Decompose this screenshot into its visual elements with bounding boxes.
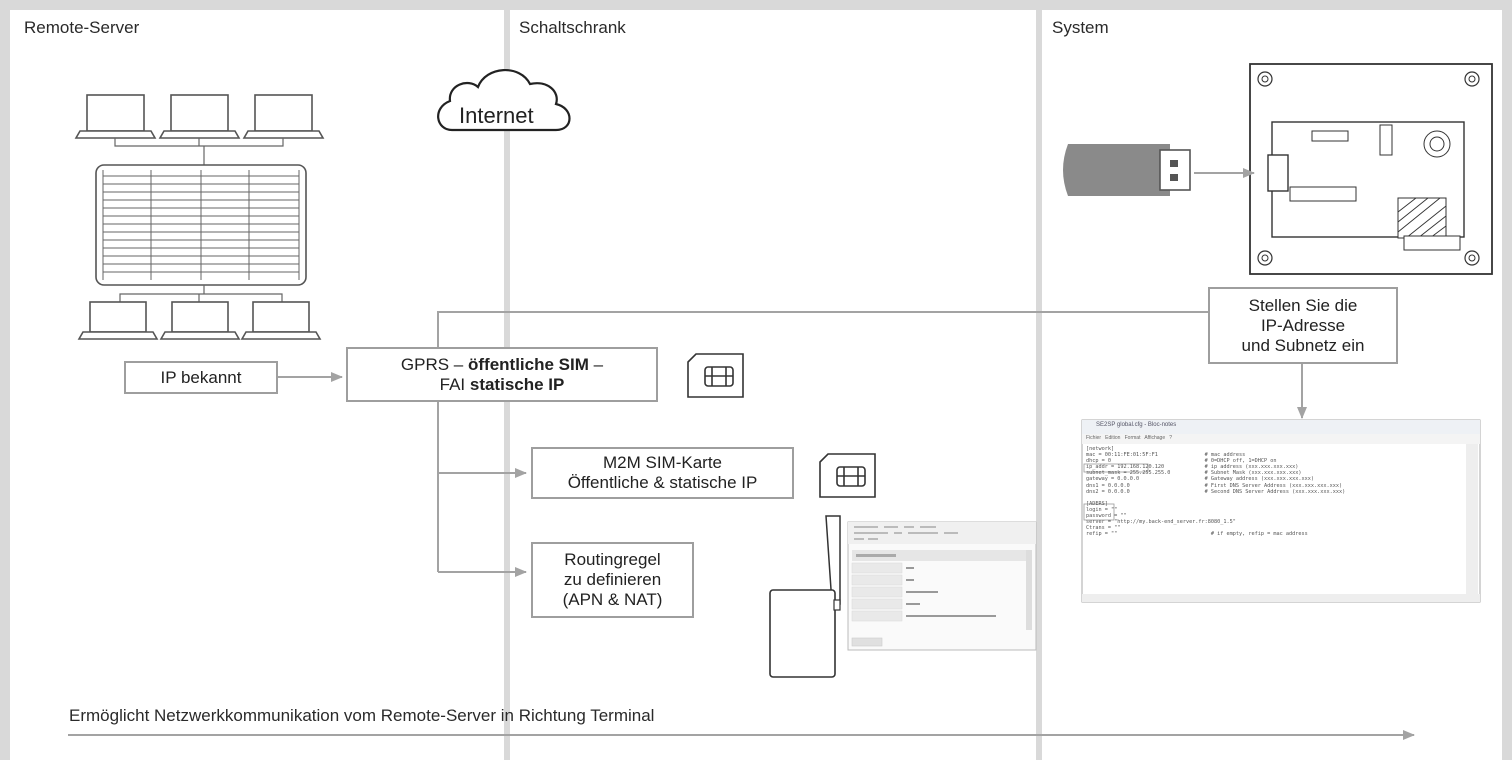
routing-line-1: Routingregel [564, 550, 661, 569]
sim-card-icon [819, 453, 876, 498]
notepad-line: password = "" [1086, 513, 1127, 520]
notepad-line: dns2 = 0.0.0.0 # Second DNS Server Addre… [1086, 488, 1346, 495]
gprs-line1-prefix: GPRS – [400, 354, 468, 374]
notepad-line: server = "http://my.back-end_server.fr:8… [1086, 519, 1236, 526]
routing-line-3: (APN & NAT) [562, 590, 663, 609]
notepad-line: login = "" [1086, 506, 1118, 513]
m2m-sim-box: M2M SIM-Karte Öffentliche & statische IP [531, 447, 794, 499]
gprs-line2-prefix: FAI [439, 374, 470, 394]
device-board-icon [1249, 63, 1493, 275]
column-title-remote-server: Remote-Server [24, 18, 140, 37]
gprs-line-1: GPRS – öffentliche SIM – [401, 355, 603, 375]
notepad-line: dhcp = 0 # 0=DHCP off, 1=DHCP on [1086, 458, 1277, 465]
notepad-text: [network]mac = 00:11:FE:01:5F:F1 # mac a… [1086, 446, 1345, 537]
laptop-icon [159, 301, 241, 340]
internet-label: Internet [459, 103, 534, 128]
router-config-screenshot [847, 521, 1037, 651]
notepad-line: [ADERS] [1086, 500, 1108, 507]
bottom-caption: Ermöglicht Netzwerkkommunikation vom Rem… [69, 706, 655, 725]
notepad-screenshot [1081, 419, 1481, 603]
cloud-icon [437, 69, 571, 132]
notepad-line: gateway = 0.0.0.0 # Gateway address (xxx… [1086, 476, 1314, 483]
notepad-line: Ctrans = "" [1086, 525, 1121, 532]
set-ip-line-1: Stellen Sie die [1248, 295, 1358, 315]
notepad-menu: Fichier Edition Format Affichage ? [1086, 435, 1173, 441]
column-title-system: System [1052, 18, 1109, 37]
notepad-line: mac = 00:11:FE:01:5F:F1 # mac address [1086, 452, 1246, 459]
column-title-cabinet: Schaltschrank [519, 18, 626, 37]
laptop-icon [74, 94, 157, 139]
m2m-line-2: Öffentliche & statische IP [567, 473, 758, 492]
gprs-line1-suffix: – [588, 354, 604, 374]
laptop-icon [240, 301, 322, 340]
gprs-line-2: FAI statische IP [440, 375, 565, 395]
gprs-box: GPRS – öffentliche SIM – FAI statische I… [346, 347, 658, 402]
set-ip-line-3: und Subnetz ein [1241, 335, 1365, 355]
notepad-line: subnet_mask = 255.255.255.0 # Subnet Mas… [1086, 470, 1302, 477]
gprs-line2-bold: statische IP [469, 374, 565, 394]
set-ip-box: Stellen Sie die IP-Adresse und Subnetz e… [1208, 287, 1398, 364]
routing-line-2: zu definieren [563, 570, 662, 589]
notepad-line: dns1 = 0.0.0.0 # First DNS Server Addres… [1086, 482, 1343, 489]
router-icon [769, 515, 841, 678]
laptop-icon [77, 301, 159, 340]
ip-known-label: IP bekannt [160, 367, 242, 387]
sim-card-icon [687, 353, 744, 398]
usb-stick-icon [1063, 144, 1191, 196]
set-ip-line-2: IP-Adresse [1260, 315, 1346, 335]
notepad-line: refip = "" # if empty, refip = mac addre… [1086, 531, 1308, 538]
notepad-line: ip_addr = 192.168.120.120 # ip address (… [1086, 464, 1299, 471]
ip-known-box: IP bekannt [124, 361, 278, 394]
laptop-icon [158, 94, 241, 139]
m2m-line-1: M2M SIM-Karte [602, 453, 723, 472]
server-rack-icon [95, 164, 307, 286]
gprs-line1-bold: öffentliche SIM [468, 354, 589, 374]
routing-rule-box: Routingregel zu definieren (APN & NAT) [531, 542, 694, 618]
notepad-line: [network] [1086, 446, 1115, 452]
notepad-title: SE2SP global.cfg - Bloc-notes [1096, 422, 1177, 428]
laptop-icon [242, 94, 325, 139]
